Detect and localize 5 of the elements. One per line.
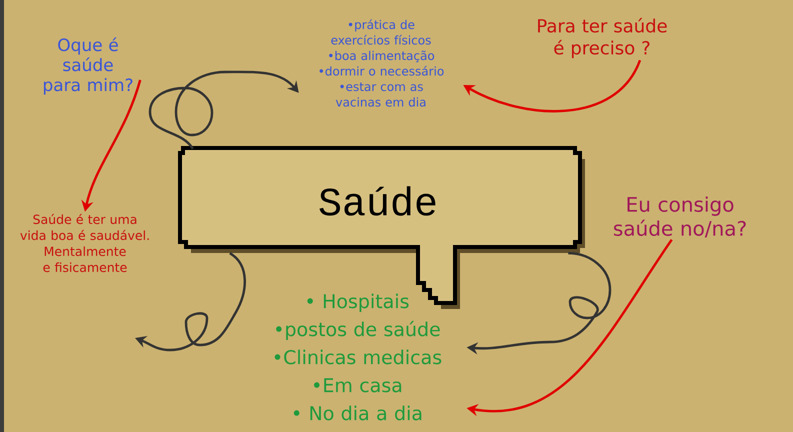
bullet-list: •prática de exercícios físicos •boa alimentação •dormir o necessário •estar com as vacinas em dia: [320, 19, 444, 107]
question-text: Para ter saúde é preciso ?: [538, 18, 667, 58]
answer-text: Saúde é ter uma vida boa é saudável. Mentalmente e fisicamente: [20, 214, 149, 272]
question-text: Oque é saúde para mim?: [44, 37, 132, 95]
question-text: Eu consigo saúde no/na?: [614, 196, 746, 238]
